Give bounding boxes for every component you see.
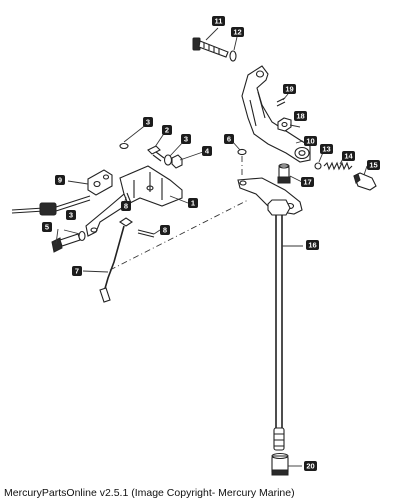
part-15-plug	[353, 172, 377, 191]
part-3-washer-top	[119, 142, 129, 150]
part-12-washer	[229, 50, 237, 62]
callout-17: 17	[301, 177, 314, 187]
part-14-spring	[323, 161, 353, 171]
callout-19-label: 19	[285, 85, 293, 94]
callout-20-label: 20	[306, 462, 314, 471]
callout-20: 20	[304, 461, 317, 471]
callout-13-label: 13	[322, 145, 330, 154]
callout-8-lower: 8	[160, 225, 170, 235]
callout-4-label: 4	[205, 147, 210, 156]
callout-5-label: 5	[45, 223, 49, 232]
callout-3-lower: 3	[66, 210, 76, 220]
callout-10-label: 10	[306, 137, 314, 146]
image-copyright-footer: MercuryPartsOnline v2.5.1 (Image Copyrig…	[4, 487, 295, 499]
callout-3-top-label: 3	[146, 118, 150, 127]
callout-8-upper: 8	[121, 201, 131, 211]
callout-8-upper-label: 8	[124, 202, 128, 211]
callout-9-label: 9	[58, 176, 62, 185]
callout-11: 11	[212, 16, 225, 26]
callout-5: 5	[42, 222, 52, 232]
part-18-nut	[277, 117, 292, 132]
part-6-washer	[237, 148, 247, 156]
callout-9: 9	[55, 175, 65, 185]
callout-2-label: 2	[165, 126, 169, 135]
callout-3-right: 3	[181, 134, 191, 144]
callout-14-label: 14	[344, 152, 353, 161]
part-16-shift-shaft	[267, 199, 291, 451]
part-13-ball	[314, 162, 322, 170]
part-3-washer-right	[163, 154, 173, 166]
callout-3-right-label: 3	[184, 135, 188, 144]
part-8-pin-lower	[137, 229, 155, 238]
callout-3-top: 3	[143, 117, 153, 127]
callout-7-label: 7	[75, 267, 79, 276]
callout-15-label: 15	[369, 161, 377, 170]
callout-18-label: 18	[296, 112, 304, 121]
callout-15: 15	[367, 160, 380, 170]
callout-4: 4	[202, 146, 212, 156]
callout-2: 2	[162, 125, 172, 135]
callout-12-label: 12	[233, 28, 241, 37]
part-7-link-rod	[99, 217, 133, 303]
callout-6: 6	[224, 134, 234, 144]
part-9-cable-end	[87, 169, 113, 196]
part-2-screw	[147, 145, 165, 162]
callout-17-label: 17	[303, 178, 311, 187]
callout-8-lower-label: 8	[163, 226, 167, 235]
leader-lines	[55, 27, 368, 467]
part-3-washer-lower	[78, 230, 86, 242]
callout-1: 1	[188, 198, 198, 208]
callout-18: 18	[294, 111, 307, 121]
part-4-nut	[171, 154, 183, 169]
callout-6-label: 6	[227, 135, 231, 144]
callout-3-lower-label: 3	[69, 211, 73, 220]
part-20-coupler	[271, 452, 289, 476]
callout-19: 19	[283, 84, 296, 94]
callout-7: 7	[72, 266, 82, 276]
throttle-cable	[11, 195, 91, 216]
part-11-bolt	[192, 37, 229, 58]
callout-11-label: 11	[215, 17, 223, 26]
callout-1-label: 1	[191, 199, 195, 208]
callout-16: 16	[306, 240, 319, 250]
callout-12: 12	[231, 27, 244, 37]
callout-13: 13	[320, 144, 333, 154]
callout-10: 10	[304, 136, 317, 146]
part-17-bushing	[277, 163, 291, 184]
callout-14: 14	[342, 151, 355, 161]
callout-16-label: 16	[308, 241, 316, 250]
